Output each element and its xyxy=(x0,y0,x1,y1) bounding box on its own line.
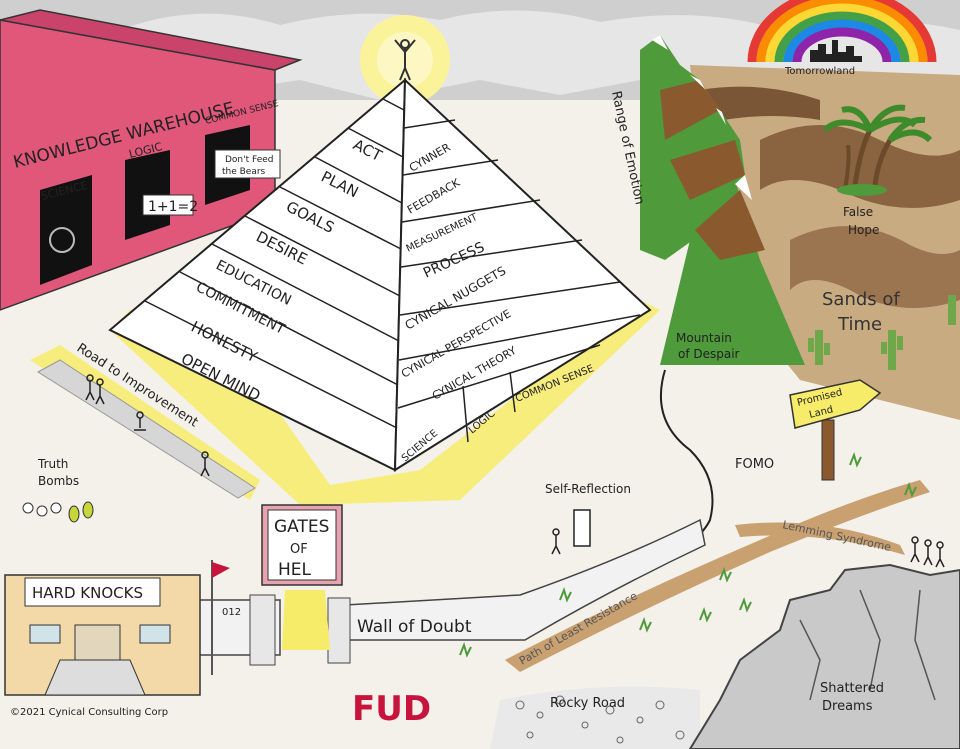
self-reflection-label: Self-Reflection xyxy=(545,482,631,496)
gate-glow xyxy=(282,590,330,650)
hard-knocks-label: HARD KNOCKS xyxy=(32,584,143,602)
wall-of-doubt-label: Wall of Doubt xyxy=(357,617,472,637)
gates-line1: GATES xyxy=(274,517,329,537)
snow-caps xyxy=(652,35,752,200)
lemming-path xyxy=(735,522,905,555)
rocky-road xyxy=(490,686,700,749)
mountain-line2: of Despair xyxy=(678,347,740,361)
grass-tufts xyxy=(459,451,917,658)
sands-line1: Sands of xyxy=(822,289,900,310)
mountain-brown-bands xyxy=(660,80,765,260)
mountain-of-despair xyxy=(660,180,805,365)
promised-land-sign xyxy=(789,379,882,481)
hard-knocks-building xyxy=(4,574,201,696)
sands-line2: Time xyxy=(837,314,882,335)
fomo-label: FOMO xyxy=(735,457,774,472)
gate-post-left xyxy=(249,594,276,666)
mountain-line1: Mountain xyxy=(676,331,732,345)
bears-sign-line2: the Bears xyxy=(222,167,266,177)
stick-figures-icon xyxy=(85,374,945,568)
math-sign xyxy=(142,194,194,216)
bears-sign xyxy=(214,149,281,179)
flag-icon xyxy=(211,560,230,675)
pyramid-right-face xyxy=(393,77,652,472)
gates-line3: HEL xyxy=(278,560,312,580)
atom-icon xyxy=(49,227,75,253)
shattered-cliffs xyxy=(688,563,960,749)
dune-dark-3 xyxy=(700,86,820,125)
gate-post-right xyxy=(327,597,351,664)
false-hope-line1: False xyxy=(843,205,873,219)
bomb-icons xyxy=(22,501,94,523)
pyramid-left-bands xyxy=(144,98,405,429)
cactus-icon xyxy=(808,295,956,370)
bears-sign-line1: Don't Feed xyxy=(225,155,273,165)
rocky-road-label: Rocky Road xyxy=(550,696,625,711)
math-sign-text: 1+1=2 xyxy=(148,199,198,215)
shattered-line2: Dreams xyxy=(822,699,873,714)
city-skyline xyxy=(810,40,862,62)
road-to-improvement xyxy=(37,359,256,499)
copyright-label: ©2021 Cynical Consulting Corp xyxy=(10,707,168,718)
pyramid-right-bands xyxy=(397,119,641,443)
person-icon xyxy=(394,39,416,81)
palm-trees-icon xyxy=(822,104,933,196)
shattered-line1: Shattered xyxy=(820,681,884,696)
rainbow xyxy=(747,0,937,63)
truth-bombs-line1: Truth xyxy=(37,457,68,471)
false-hope-line2: Hope xyxy=(848,223,879,237)
glow-road xyxy=(110,300,660,505)
gates-line2: OF xyxy=(290,542,308,557)
tomorrowland-label: Tomorrowland xyxy=(784,66,855,77)
truth-bombs-line2: Bombs xyxy=(38,474,79,488)
wall-number: 012 xyxy=(222,607,241,618)
cliff-cracks xyxy=(799,589,936,701)
dune-dark-2 xyxy=(790,226,960,308)
fud-label: FUD xyxy=(352,689,431,729)
rocks xyxy=(515,695,685,744)
wall-of-doubt xyxy=(344,518,706,641)
